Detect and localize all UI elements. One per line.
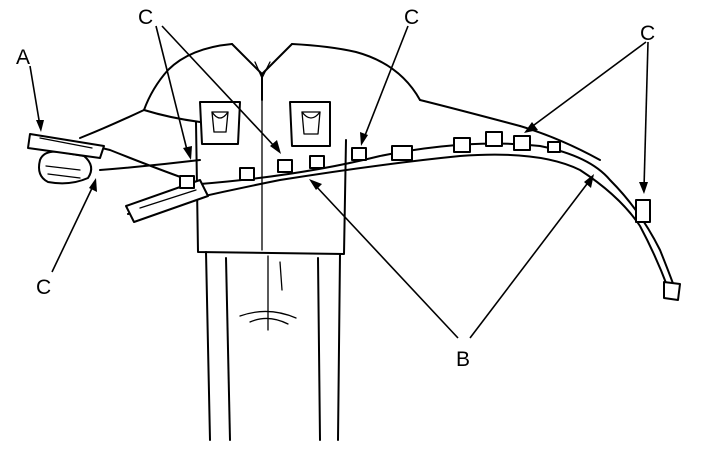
person-figure	[79, 43, 601, 441]
callout-a: A	[16, 46, 30, 69]
callout-c-top-middle: C	[404, 6, 419, 29]
callout-c-bottom-left: C	[36, 276, 51, 299]
airbag-assembly	[27, 131, 681, 301]
callout-c-top-left: C	[138, 6, 153, 29]
callout-b: B	[456, 348, 470, 371]
callout-leaders	[29, 25, 649, 339]
callout-c-top-right: C	[640, 22, 655, 45]
